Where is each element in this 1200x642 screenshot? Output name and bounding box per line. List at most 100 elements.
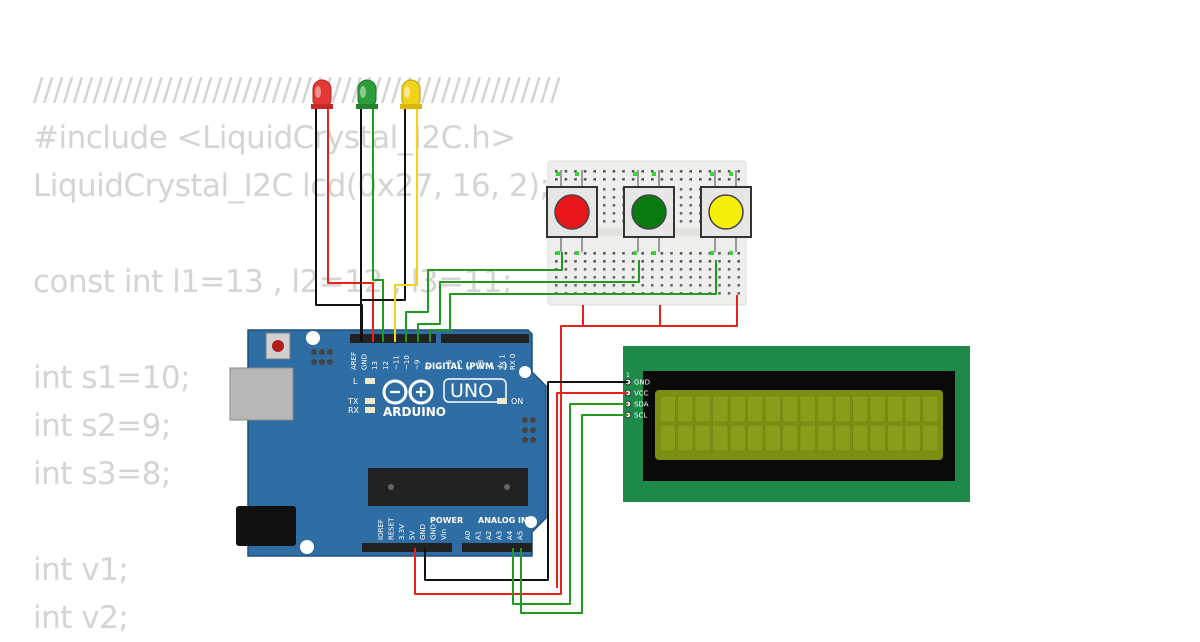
breadboard-hole	[699, 260, 702, 263]
pin-label: GND	[430, 524, 438, 540]
code-line: int v1;	[33, 552, 129, 588]
button-cap-red[interactable]	[554, 194, 590, 230]
breadboard-hole	[612, 196, 616, 199]
breadboard-hole	[583, 260, 587, 263]
breadboard-hole	[603, 196, 606, 199]
lcd-cell	[817, 395, 834, 423]
breadboard-hole	[651, 268, 654, 271]
pin-label: A2	[485, 531, 493, 540]
lcd-pin-label: SDA	[634, 401, 649, 409]
led-yellow[interactable]	[400, 79, 422, 109]
button-cap-yellow[interactable]	[708, 194, 744, 230]
code-line: int s2=9;	[33, 408, 171, 444]
pushbutton-green[interactable]	[623, 170, 675, 252]
pushbutton-red[interactable]	[546, 170, 598, 252]
pin-label: 4	[467, 365, 475, 370]
breadboard-hole	[583, 276, 587, 279]
breadboard-hole	[641, 260, 644, 263]
led-l-label: L	[353, 377, 358, 386]
pushbutton-yellow[interactable]	[700, 170, 752, 252]
lcd-cell	[869, 424, 886, 452]
code-line: int s3=8;	[33, 456, 171, 492]
breadboard-hole	[727, 276, 731, 279]
breadboard-hole	[679, 204, 683, 207]
breadboard-hole	[660, 170, 664, 173]
breadboard-hole	[699, 276, 702, 279]
breadboard-hole	[708, 284, 712, 287]
lcd-cell	[694, 395, 711, 423]
breadboard-hole	[564, 260, 568, 263]
led-green[interactable]	[356, 79, 378, 109]
pin-label: A1	[475, 531, 483, 540]
breadboard-hole	[641, 268, 644, 271]
breadboard-hole	[679, 220, 683, 223]
led-red[interactable]	[311, 79, 333, 109]
breadboard-hole	[689, 268, 692, 271]
breadboard-hole	[670, 178, 673, 181]
wire-lcd-gnd	[424, 381, 628, 581]
breadboard-hole	[660, 276, 664, 279]
usb-port	[229, 367, 294, 421]
breadboard-hole	[603, 188, 606, 191]
wire-button-green-signal	[417, 260, 640, 342]
pin-label: IOREF	[377, 519, 385, 540]
pin-label: ~5	[456, 360, 464, 370]
wire-led-yellow-anode	[394, 109, 418, 342]
breadboard-hole	[583, 252, 587, 255]
pin-label: TX 1	[498, 354, 506, 371]
breadboard-hole	[631, 178, 635, 181]
breadboard-hole	[689, 276, 692, 279]
lcd-cell	[869, 395, 886, 423]
lcd-cell	[694, 424, 711, 452]
breadboard-hole	[670, 284, 673, 287]
breadboard-hole	[689, 212, 692, 215]
breadboard-hole	[631, 260, 635, 263]
reset-button[interactable]	[272, 340, 284, 352]
breadboard-hole	[708, 170, 712, 173]
breadboard-hole	[603, 276, 606, 279]
breadboard-active-hole	[575, 172, 579, 176]
breadboard-hole	[679, 260, 683, 263]
lcd-cell	[677, 424, 694, 452]
code-line: ////////////////////////////////////////…	[33, 72, 561, 108]
breadboard-hole	[670, 276, 673, 279]
breadboard-hole	[708, 178, 712, 181]
breadboard-hole	[612, 252, 616, 255]
breadboard-hole	[593, 252, 596, 255]
breadboard-hole	[631, 284, 635, 287]
breadboard-hole	[718, 292, 721, 295]
lcd-cell	[904, 424, 921, 452]
breadboard-hole	[583, 268, 587, 271]
arduino-model: UNO	[450, 380, 493, 402]
breadboard-hole	[622, 252, 625, 255]
breadboard-hole	[641, 252, 644, 255]
breadboard-hole	[699, 284, 702, 287]
arduino-brand: ARDUINO	[383, 405, 446, 419]
breadboard-hole	[622, 284, 625, 287]
lcd-pin-one-marker: 1	[626, 372, 630, 379]
breadboard-hole	[593, 284, 596, 287]
breadboard-hole	[631, 170, 635, 173]
lcd-cell	[922, 395, 939, 423]
pin-label: 7	[435, 366, 443, 370]
on-label: ON	[511, 397, 523, 406]
power-header-label: POWER	[430, 516, 463, 525]
lcd-pin-label: GND	[634, 379, 650, 387]
lcd-cell	[782, 395, 799, 423]
breadboard-hole	[631, 268, 635, 271]
breadboard-hole	[737, 276, 740, 279]
pin-label: 5V	[409, 531, 417, 540]
analog-header-label: ANALOG IN	[478, 516, 528, 525]
button-cap-green[interactable]	[631, 194, 667, 230]
pin-label: RX 0	[509, 354, 517, 370]
breadboard-hole	[689, 260, 692, 263]
breadboard-hole	[612, 276, 616, 279]
wire-button-red-signal	[405, 252, 563, 342]
breadboard-hole	[718, 178, 721, 181]
wire-lcd-vcc	[556, 392, 628, 588]
breadboard-hole	[622, 178, 625, 181]
